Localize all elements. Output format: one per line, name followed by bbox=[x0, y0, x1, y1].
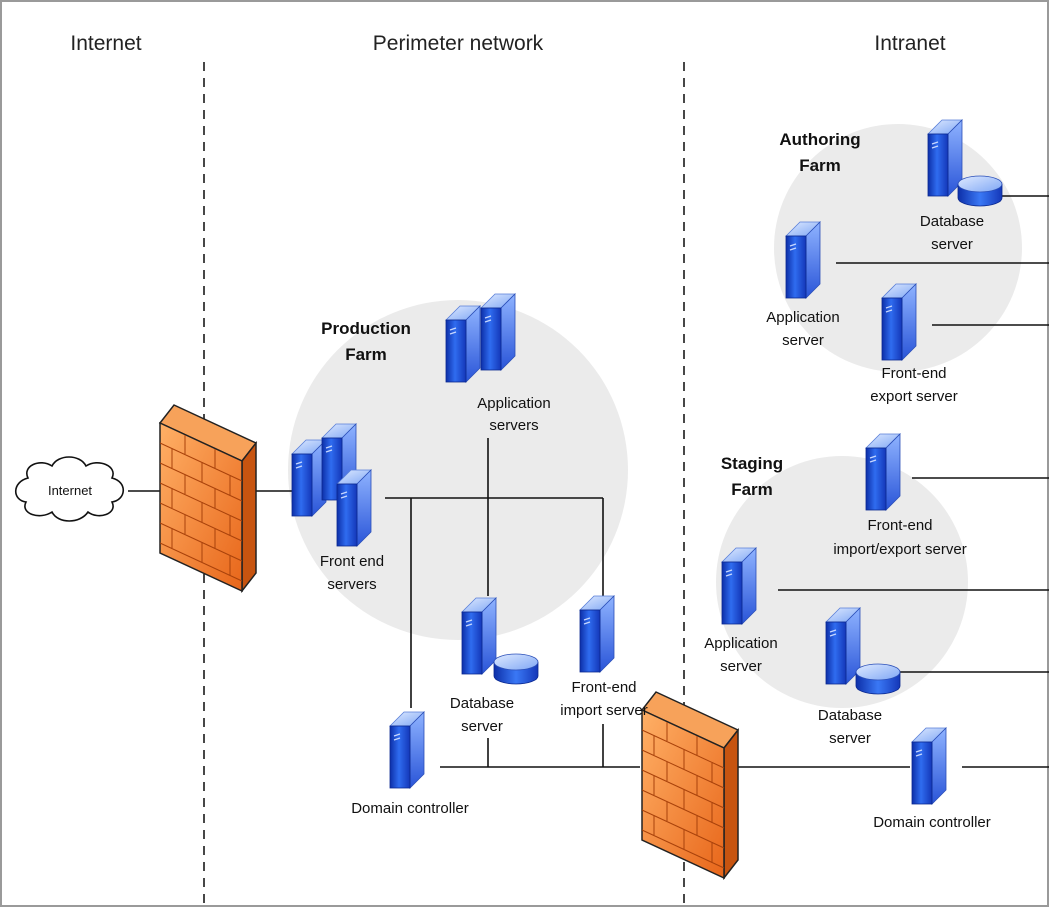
authoring-export-label-2: export server bbox=[870, 388, 958, 405]
perimeter-domain-controller-icon bbox=[389, 711, 425, 789]
authoring-app-label-1: Application bbox=[766, 309, 839, 326]
authoring-app-server-icon bbox=[785, 221, 821, 299]
authoring-farm-title-1: Authoring bbox=[779, 130, 860, 149]
zone-title-intranet: Intranet bbox=[874, 32, 945, 55]
production-import-label-2: import server bbox=[560, 702, 648, 719]
authoring-db-label-2: server bbox=[931, 236, 973, 253]
staging-farm-title-2: Farm bbox=[731, 480, 773, 499]
cloud-label: Internet bbox=[48, 483, 92, 498]
perimeter-domain-controller-label: Domain controller bbox=[351, 800, 469, 817]
staging-farm-title-1: Staging bbox=[721, 454, 783, 473]
authoring-farm-title-2: Farm bbox=[799, 156, 841, 175]
inner-firewall-icon bbox=[641, 691, 739, 879]
intranet-domain-controller-label: Domain controller bbox=[873, 814, 991, 831]
connection-lines bbox=[128, 195, 1049, 768]
authoring-app-label-2: server bbox=[782, 332, 824, 349]
staging-db-label-1: Database bbox=[818, 707, 882, 724]
outer-firewall-icon bbox=[159, 404, 257, 592]
staging-import-export-server-icon bbox=[865, 433, 901, 511]
staging-app-server-icon bbox=[721, 547, 757, 625]
authoring-export-server-icon bbox=[881, 283, 917, 361]
internet-cloud-icon bbox=[14, 456, 125, 522]
production-farm-title-2: Farm bbox=[345, 345, 387, 364]
staging-import-export-label-2: import/export server bbox=[833, 541, 966, 558]
zone-title-perimeter: Perimeter network bbox=[373, 32, 544, 55]
production-import-label-1: Front-end bbox=[571, 679, 636, 696]
zone-title-internet: Internet bbox=[70, 32, 141, 55]
production-db-label-1: Database bbox=[450, 695, 514, 712]
production-front-end-label-2: servers bbox=[327, 576, 376, 593]
staging-app-label-2: server bbox=[720, 658, 762, 675]
authoring-db-label-1: Database bbox=[920, 213, 984, 230]
production-import-server-icon bbox=[579, 595, 615, 673]
staging-import-export-label-1: Front-end bbox=[867, 517, 932, 534]
staging-db-label-2: server bbox=[829, 730, 871, 747]
authoring-export-label-1: Front-end bbox=[881, 365, 946, 382]
production-front-end-label-1: Front end bbox=[320, 553, 384, 570]
staging-farm-area bbox=[716, 456, 968, 708]
production-app-servers-label-2: servers bbox=[489, 417, 538, 434]
intranet-domain-controller-icon bbox=[911, 727, 947, 805]
staging-app-label-1: Application bbox=[704, 635, 777, 652]
production-db-label-2: server bbox=[461, 718, 503, 735]
production-farm-area bbox=[288, 300, 628, 640]
production-app-servers-label-1: Application bbox=[477, 395, 550, 412]
production-farm-title-1: Production bbox=[321, 319, 411, 338]
